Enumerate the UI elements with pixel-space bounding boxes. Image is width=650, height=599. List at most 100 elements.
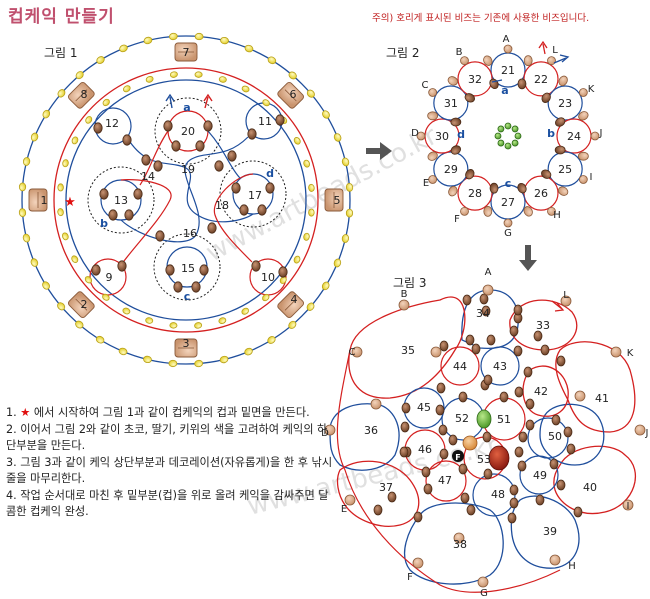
yellow-bead-icon bbox=[194, 71, 203, 78]
fig2-number: 27 bbox=[501, 196, 515, 209]
fig1-letter-b: b bbox=[100, 217, 108, 230]
yellow-bead-icon bbox=[84, 276, 93, 284]
brown-bead-icon bbox=[462, 294, 472, 306]
yellow-bead-icon bbox=[303, 159, 310, 168]
fig2-number: 26 bbox=[534, 187, 548, 200]
brown-bead-icon bbox=[551, 414, 561, 426]
brown-bead-icon bbox=[563, 426, 573, 438]
brown-bead-icon bbox=[464, 93, 475, 103]
fig2-number: 24 bbox=[567, 130, 581, 143]
tan-bead-icon bbox=[577, 151, 589, 161]
yellow-bead-icon bbox=[308, 208, 315, 217]
yellow-bead-icon bbox=[244, 44, 254, 53]
fig1-num-19: 19 bbox=[181, 163, 195, 176]
fig1-num-7: 7 bbox=[183, 46, 190, 59]
fig1-num-13: 13 bbox=[114, 194, 128, 207]
yellow-bead-icon bbox=[96, 56, 105, 64]
tan-bead-icon bbox=[427, 111, 439, 121]
tan-bead-icon bbox=[634, 424, 646, 436]
brown-bead-icon bbox=[460, 492, 470, 504]
yellow-bead-icon bbox=[168, 32, 178, 41]
fig3-letter: C bbox=[349, 347, 356, 358]
fig3-number: 39 bbox=[543, 525, 557, 538]
brown-bead-icon bbox=[540, 344, 550, 356]
yellow-bead-icon bbox=[57, 89, 66, 98]
yellow-bead-icon bbox=[18, 182, 27, 192]
cup-pad-line bbox=[75, 89, 88, 102]
fig2-letter: D bbox=[411, 128, 419, 139]
yellow-bead-icon bbox=[288, 320, 297, 329]
brown-bead-icon bbox=[122, 134, 132, 146]
brown-bead-icon bbox=[448, 434, 458, 446]
yellow-bead-icon bbox=[75, 71, 84, 80]
fig2-ring-loop bbox=[457, 61, 493, 97]
fig3-label: 그림 3 bbox=[393, 276, 427, 290]
brown-bead-icon bbox=[141, 154, 151, 166]
tan-bead-icon bbox=[447, 76, 459, 86]
fig3-letter: G bbox=[480, 588, 488, 599]
tan-bead-icon bbox=[560, 295, 572, 307]
page-title: 컵케익 만들기 bbox=[8, 7, 115, 27]
brown-bead-icon bbox=[436, 382, 446, 394]
yellow-bead-icon bbox=[85, 116, 93, 124]
yellow-bead-icon bbox=[218, 317, 227, 324]
yellow-bead-icon bbox=[123, 85, 131, 93]
yellow-bead-icon bbox=[62, 232, 69, 241]
orange-bead-icon bbox=[462, 435, 478, 451]
brown-bead-icon bbox=[471, 343, 481, 355]
brown-bead-icon bbox=[278, 266, 288, 278]
yellow-bead-icon bbox=[293, 255, 301, 264]
fig3-number: 49 bbox=[533, 469, 547, 482]
fig2-letter: I bbox=[590, 172, 593, 183]
outer-bead-icon bbox=[578, 88, 588, 97]
brown-bead-icon bbox=[556, 355, 566, 367]
outer-bead-icon bbox=[460, 56, 469, 66]
fig2-letter: F bbox=[454, 214, 460, 225]
fig2-letter: C bbox=[422, 80, 429, 91]
tan-bead-icon bbox=[453, 532, 465, 544]
fig1-label: 그림 1 bbox=[44, 46, 78, 60]
brown-bead-icon bbox=[173, 281, 183, 293]
brown-bead-icon bbox=[133, 188, 143, 200]
fig3-number: 37 bbox=[379, 481, 393, 494]
yellow-bead-icon bbox=[333, 133, 342, 142]
brown-bead-icon bbox=[450, 145, 462, 155]
tan-bead-icon bbox=[477, 576, 489, 588]
brown-bead-icon bbox=[523, 366, 533, 378]
fig2-number: 29 bbox=[444, 163, 458, 176]
brown-bead-icon bbox=[203, 120, 213, 132]
kiwi-bead-icon bbox=[514, 132, 522, 140]
brown-bead-icon bbox=[171, 140, 181, 152]
tan-bead-icon bbox=[622, 499, 634, 511]
yellow-bead-icon bbox=[219, 355, 229, 364]
yellow-bead-icon bbox=[308, 183, 315, 192]
fig2-letter: H bbox=[553, 210, 561, 221]
kiwi-bead-icon bbox=[504, 142, 512, 150]
fig2-number: 25 bbox=[558, 163, 572, 176]
figure-3: F 33343536373839404142434445464748495051… bbox=[321, 267, 648, 599]
yellow-bead-icon bbox=[122, 307, 131, 315]
brown-bead-icon bbox=[517, 78, 527, 90]
tan-bead-icon bbox=[483, 55, 493, 66]
cup-pad-line bbox=[284, 298, 297, 311]
brown-bead-icon bbox=[400, 421, 410, 433]
tan-bead-icon bbox=[412, 557, 424, 569]
fig3-number: 38 bbox=[453, 538, 467, 551]
brown-bead-icon bbox=[514, 386, 524, 398]
yellow-bead-icon bbox=[306, 302, 315, 311]
yellow-bead-icon bbox=[95, 335, 105, 344]
brown-bead-icon bbox=[517, 460, 527, 472]
outer-bead-icon bbox=[428, 88, 438, 97]
brown-bead-icon bbox=[399, 446, 409, 458]
fig1-num-1: 1 bbox=[41, 194, 48, 207]
fig3-number: 33 bbox=[536, 319, 550, 332]
fig1-num-18: 18 bbox=[215, 199, 229, 212]
fig1-num-12: 12 bbox=[105, 117, 119, 130]
yellow-bead-icon bbox=[241, 85, 250, 93]
brown-bead-icon bbox=[525, 419, 535, 431]
fig3-number: 52 bbox=[455, 412, 469, 425]
brown-bead-icon bbox=[99, 188, 109, 200]
outer-bead-icon bbox=[460, 206, 469, 216]
brown-bead-icon bbox=[556, 479, 566, 491]
yellow-bead-icon bbox=[262, 99, 270, 107]
